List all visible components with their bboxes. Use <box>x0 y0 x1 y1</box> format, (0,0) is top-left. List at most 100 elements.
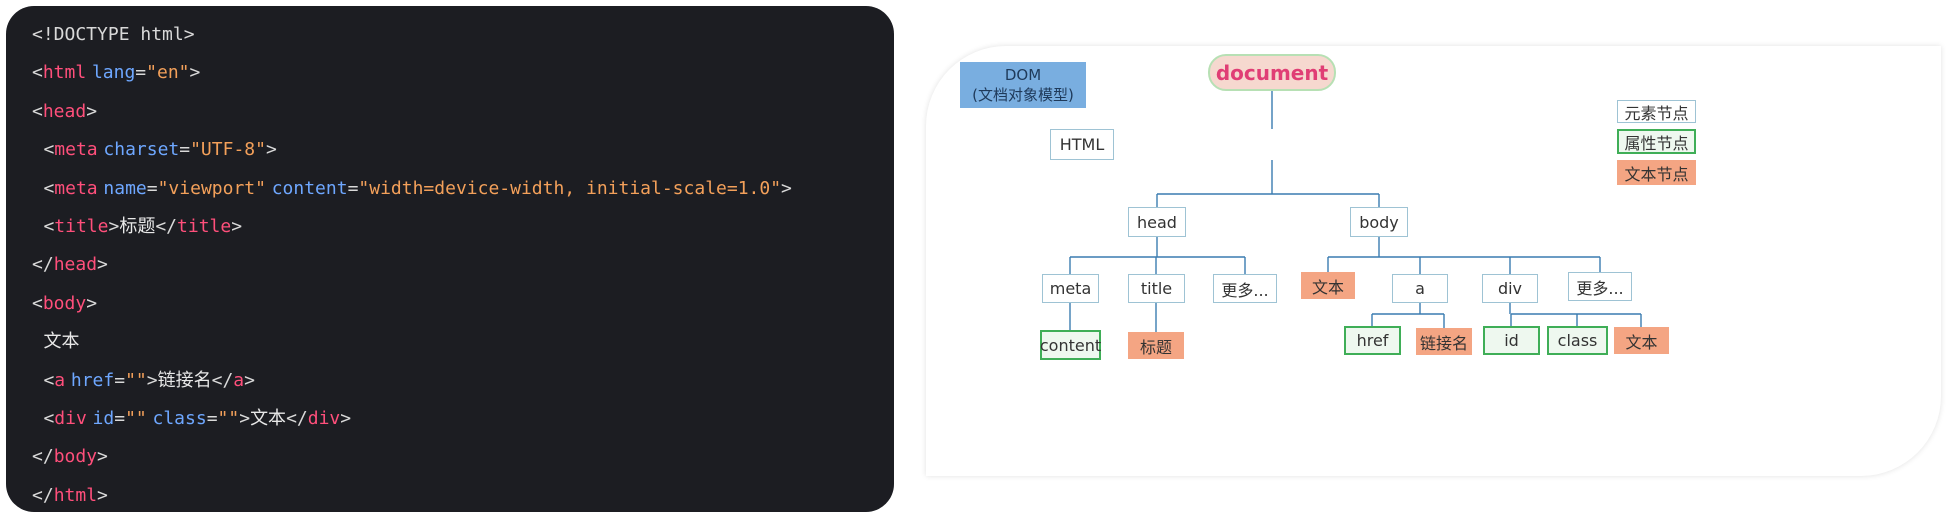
code-token: "" <box>217 408 240 429</box>
code-line: <body> <box>32 285 97 323</box>
code-line: </html> <box>32 477 108 515</box>
code-token: > <box>97 254 108 276</box>
node-title: title <box>1128 274 1185 303</box>
node-body-more: 更多... <box>1568 272 1632 301</box>
node-document: document <box>1208 54 1336 91</box>
code-token: </ <box>155 216 178 237</box>
dom-label-title: DOM <box>1004 66 1042 84</box>
code-token: a <box>54 369 66 391</box>
code-token: name <box>103 177 147 199</box>
code-token: = <box>146 177 158 199</box>
dom-tree-diagram: DOM (文档对象模型) document HTML 元素节点 属性节点 文本节… <box>926 46 1941 476</box>
code-token <box>32 370 43 391</box>
code-token: > <box>97 484 108 506</box>
node-div-text: 文本 <box>1614 327 1669 354</box>
code-token: 标题 <box>119 216 156 237</box>
dom-label: DOM (文档对象模型) <box>960 62 1086 108</box>
code-token: href <box>70 369 115 391</box>
code-token: </ <box>211 369 234 391</box>
code-token <box>32 408 43 429</box>
code-token: "" <box>125 369 147 391</box>
code-line: </body> <box>32 438 108 476</box>
code-line: 文本 <box>32 323 79 361</box>
code-token: div <box>54 408 87 429</box>
code-token: title <box>177 216 232 237</box>
code-token: lang <box>91 62 136 84</box>
code-token: > <box>189 62 201 84</box>
code-line: <div id="" class="">文本</div> <box>32 400 351 438</box>
code-line: </head> <box>32 246 108 284</box>
code-line: <meta name="viewport" content="width=dev… <box>32 170 792 208</box>
code-token: title <box>54 216 109 237</box>
code-token: < <box>43 177 55 199</box>
code-token: html <box>42 62 87 84</box>
legend-element: 元素节点 <box>1617 100 1696 123</box>
code-line: <html lang="en"> <box>32 54 200 92</box>
code-token: = <box>347 177 359 199</box>
code-token: </ <box>286 408 308 429</box>
code-token: "en" <box>146 62 190 84</box>
code-token: meta <box>54 139 98 161</box>
code-token: > <box>231 216 243 237</box>
code-token: > <box>244 369 255 391</box>
code-token: "viewport" <box>157 177 266 199</box>
code-token: </ <box>32 254 54 276</box>
code-line: <head> <box>32 93 97 131</box>
code-token: head <box>53 254 98 276</box>
code-token: > <box>86 292 98 314</box>
code-panel: <!DOCTYPE html><html lang="en"><head> <m… <box>6 6 894 512</box>
node-html: HTML <box>1050 129 1114 160</box>
node-meta: meta <box>1042 274 1099 303</box>
code-token: </ <box>32 446 54 468</box>
code-token: < <box>43 216 55 237</box>
code-token <box>32 216 43 237</box>
legend-text: 文本节点 <box>1617 160 1696 185</box>
code-token: = <box>206 408 218 429</box>
dom-label-subtitle: (文档对象模型) <box>972 86 1074 104</box>
code-token: </ <box>32 484 54 506</box>
legend-attribute: 属性节点 <box>1617 129 1696 154</box>
node-id: id <box>1483 326 1540 355</box>
code-token: = <box>114 369 126 391</box>
code-line: <title>标题</title> <box>32 208 242 246</box>
code-token: div <box>307 408 341 429</box>
code-token <box>32 139 43 160</box>
code-token: < <box>32 292 43 314</box>
code-line: <meta charset="UTF-8"> <box>32 131 276 169</box>
code-token: > <box>340 408 352 429</box>
code-token: > <box>97 446 108 468</box>
code-token: body <box>53 446 98 468</box>
code-token: html <box>53 484 98 506</box>
node-link-text: 链接名 <box>1416 328 1472 355</box>
code-token: > <box>239 408 251 429</box>
node-href: href <box>1344 326 1401 355</box>
code-token: "" <box>125 408 147 429</box>
code-token: 文本 <box>43 331 80 353</box>
code-line: <!DOCTYPE html> <box>32 16 195 54</box>
code-token: 文本 <box>250 408 287 429</box>
node-content: content <box>1040 330 1101 360</box>
code-token: id <box>92 408 115 429</box>
code-token: charset <box>103 139 180 161</box>
code-token: "UTF-8" <box>190 139 266 161</box>
code-token: body <box>42 292 87 314</box>
code-token: head <box>42 100 87 122</box>
node-class: class <box>1547 326 1608 355</box>
connector-lines <box>1069 91 1642 332</box>
node-a: a <box>1392 274 1448 303</box>
code-token: < <box>32 62 43 84</box>
code-token: content <box>271 177 348 199</box>
code-token: = <box>114 408 126 429</box>
code-token <box>32 331 43 352</box>
code-token: < <box>43 369 55 391</box>
code-token: = <box>179 139 191 161</box>
code-token: < <box>32 100 43 122</box>
code-token: > <box>108 216 120 237</box>
node-title-text: 标题 <box>1128 332 1184 359</box>
code-token: < <box>43 139 55 161</box>
code-token: class <box>152 408 207 429</box>
code-token: > <box>781 177 792 199</box>
node-div: div <box>1482 274 1538 303</box>
code-token: meta <box>54 177 98 199</box>
code-token <box>32 178 43 199</box>
